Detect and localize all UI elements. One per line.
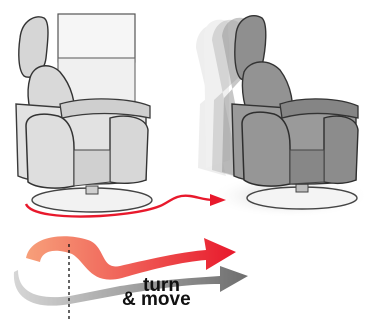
moved-recliner-chair-icon: [196, 16, 370, 218]
caption-move: & move: [122, 291, 191, 308]
recliner-chair-icon: [16, 14, 152, 212]
